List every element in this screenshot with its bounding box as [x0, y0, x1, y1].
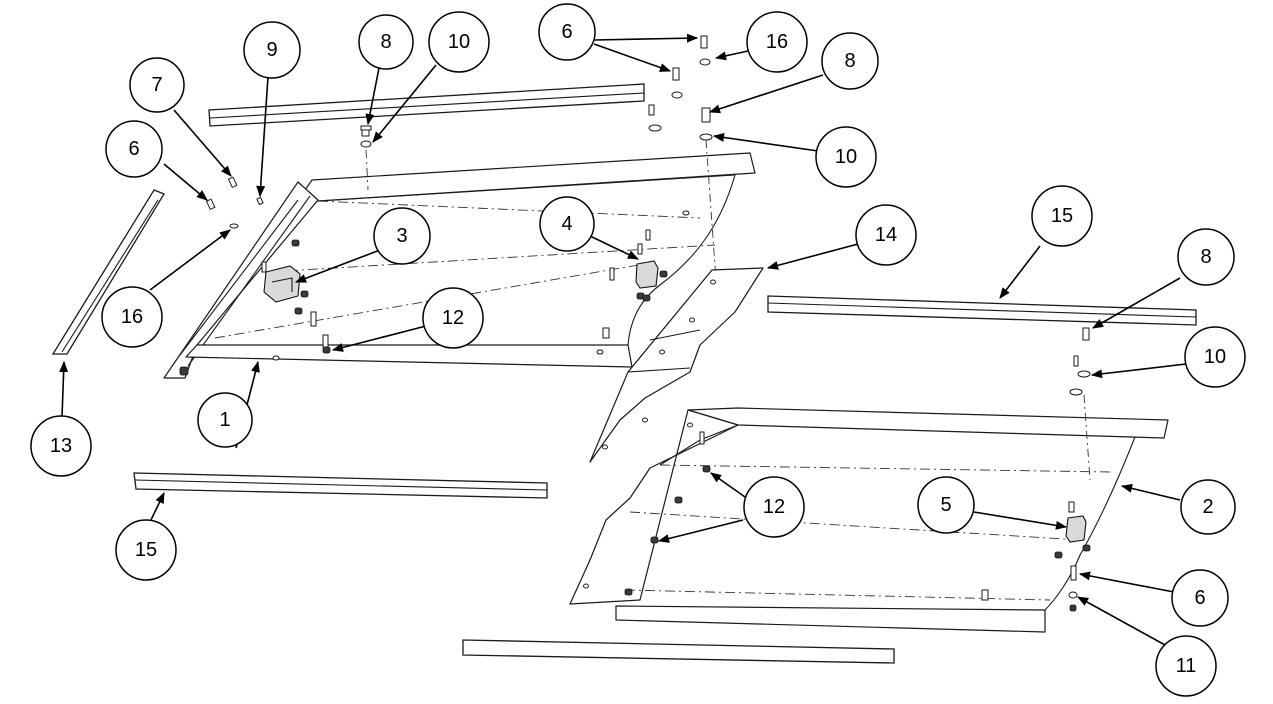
svg-text:8: 8 — [1200, 246, 1211, 268]
callout-13: 13 — [30, 415, 92, 477]
right-hardware — [1068, 327, 1091, 612]
callout-10-top-left: 10 — [428, 11, 490, 73]
panel-assembly-part-1 — [163, 152, 756, 379]
strip-part-13 — [51, 189, 165, 355]
callout-10-top-right: 10 — [815, 126, 877, 188]
svg-text:10: 10 — [835, 146, 857, 168]
svg-text:8: 8 — [844, 50, 855, 72]
svg-text:15: 15 — [135, 539, 157, 561]
bar-part-15-right-edge — [767, 302, 1197, 318]
callout-14: 14 — [855, 204, 917, 266]
callout-8-right: 8 — [1177, 228, 1235, 286]
callout-15-right: 15 — [1031, 185, 1093, 247]
callout-16-top: 16 — [746, 11, 808, 73]
callout-8-top-right: 8 — [821, 32, 879, 90]
callout-10-right: 10 — [1184, 326, 1246, 388]
svg-text:6: 6 — [128, 138, 139, 160]
svg-text:14: 14 — [875, 224, 897, 246]
svg-text:10: 10 — [1204, 346, 1226, 368]
callouts: 1 2 3 4 5 6 6 6 7 8 8 8 9 10 10 10 11 12… — [30, 3, 1246, 697]
svg-text:12: 12 — [442, 307, 464, 329]
upper-hardware — [205, 35, 717, 281]
callout-2: 2 — [1180, 479, 1236, 535]
top-bar-left-edge — [209, 92, 645, 119]
svg-text:4: 4 — [561, 213, 572, 235]
svg-text:2: 2 — [1202, 496, 1213, 518]
bracket-part-5 — [1065, 515, 1087, 543]
svg-text:16: 16 — [121, 306, 143, 328]
callout-6-right: 6 — [1171, 569, 1229, 627]
callout-4: 4 — [539, 196, 595, 252]
callout-7: 7 — [129, 57, 185, 113]
leader-lines — [59, 33, 1187, 646]
svg-text:9: 9 — [266, 39, 277, 61]
svg-text:7: 7 — [151, 74, 162, 96]
bracket-part-4 — [635, 260, 659, 289]
callout-16-left: 16 — [101, 286, 163, 348]
callout-11: 11 — [1155, 635, 1217, 697]
svg-text:6: 6 — [561, 21, 572, 43]
svg-text:5: 5 — [940, 494, 951, 516]
svg-text:1: 1 — [219, 409, 230, 431]
callout-15-left: 15 — [115, 519, 177, 581]
svg-text:16: 16 — [766, 31, 788, 53]
svg-text:10: 10 — [448, 31, 470, 53]
svg-text:11: 11 — [1176, 655, 1197, 677]
callout-6-top: 6 — [538, 3, 596, 61]
svg-text:13: 13 — [50, 435, 72, 457]
panel-assembly-part-2 — [569, 407, 1169, 633]
callout-12-right: 12 — [743, 476, 805, 538]
callout-3: 3 — [373, 207, 431, 265]
callout-12-left: 12 — [422, 287, 484, 349]
callout-1: 1 — [197, 392, 253, 448]
bar-part-15-left-edge — [134, 479, 548, 491]
callout-8-top-left: 8 — [358, 14, 414, 70]
svg-text:3: 3 — [396, 225, 407, 247]
strip-part-13-edge — [61, 199, 159, 353]
panel-part-14 — [589, 267, 764, 463]
svg-text:6: 6 — [1194, 587, 1205, 609]
svg-text:12: 12 — [763, 496, 785, 518]
bracket-part-3 — [263, 265, 301, 303]
svg-text:15: 15 — [1051, 205, 1073, 227]
bottom-bar — [462, 639, 895, 664]
svg-text:8: 8 — [380, 31, 391, 53]
callout-9: 9 — [243, 21, 301, 79]
callout-5: 5 — [917, 476, 975, 534]
callout-6-left: 6 — [105, 120, 163, 178]
